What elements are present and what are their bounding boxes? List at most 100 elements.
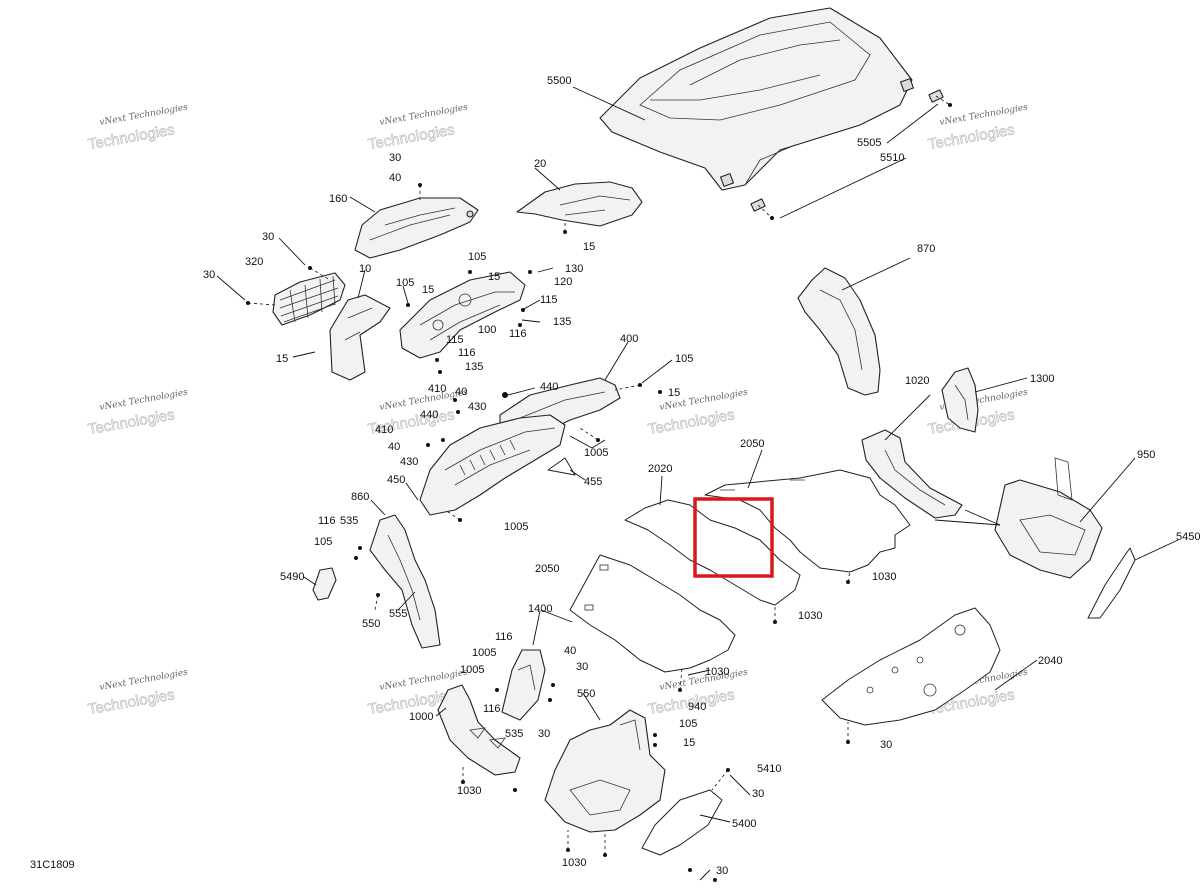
callout-105[interactable]: 105 [396,277,414,289]
part-1000-step-rail[interactable] [437,684,521,776]
callout-10[interactable]: 10 [359,263,371,275]
callout-105[interactable]: 105 [675,353,693,365]
part-860-555-pillar[interactable] [369,514,441,649]
callout-2040[interactable]: 2040 [1038,655,1062,667]
callout-555[interactable]: 555 [389,608,407,620]
callout-1005[interactable]: 1005 [472,647,496,659]
callout-5400[interactable]: 5400 [732,818,756,830]
callout-860[interactable]: 860 [351,491,369,503]
callout-5490[interactable]: 5490 [280,571,304,583]
callout-535[interactable]: 535 [505,728,523,740]
part-20-cover[interactable] [516,181,643,227]
callout-1000[interactable]: 1000 [409,711,433,723]
callout-160[interactable]: 160 [329,193,347,205]
callout-100[interactable]: 100 [478,324,496,336]
callout-30[interactable]: 30 [262,231,274,243]
callout-410[interactable]: 410 [428,383,446,395]
part-320-grille[interactable] [272,272,346,326]
callout-940[interactable]: 940 [688,701,706,713]
part-950-storage-bin[interactable] [994,457,1103,579]
callout-535[interactable]: 535 [340,515,358,527]
part-2050-floor-mat-lower[interactable] [569,554,736,673]
callout-1300[interactable]: 1300 [1030,373,1054,385]
callout-450[interactable]: 450 [387,474,405,486]
part-2020-floor-mat-middle[interactable] [624,499,801,606]
callout-116[interactable]: 116 [483,703,501,715]
callout-40[interactable]: 40 [455,386,467,398]
part-5400-kick-panel[interactable] [641,789,723,856]
callout-135[interactable]: 135 [553,316,571,328]
callout-116[interactable]: 116 [495,631,513,643]
part-1400-panel[interactable] [501,649,546,721]
callout-40[interactable]: 40 [389,172,401,184]
callout-5505[interactable]: 5505 [857,137,881,149]
callout-30[interactable]: 30 [389,152,401,164]
callout-30[interactable]: 30 [716,865,728,877]
part-5490-mirror[interactable] [312,567,337,601]
callout-15[interactable]: 15 [683,737,695,749]
callout-15[interactable]: 15 [583,241,595,253]
callout-1030[interactable]: 1030 [872,571,896,583]
callout-1005[interactable]: 1005 [504,521,528,533]
callout-550[interactable]: 550 [577,688,595,700]
callout-5450[interactable]: 5450 [1176,531,1200,543]
callout-455[interactable]: 455 [584,476,602,488]
callout-115[interactable]: 115 [540,294,558,306]
callout-550[interactable]: 550 [362,618,380,630]
callout-400[interactable]: 400 [620,333,638,345]
callout-1030[interactable]: 1030 [798,610,822,622]
callout-1005[interactable]: 1005 [584,447,608,459]
callout-440[interactable]: 440 [420,409,438,421]
part-10-lower-panel[interactable] [329,294,391,381]
part-1300-trim[interactable] [941,367,979,433]
callout-116[interactable]: 116 [318,515,336,527]
callout-320[interactable]: 320 [245,256,263,268]
callout-115[interactable]: 115 [446,334,464,346]
callout-30[interactable]: 30 [538,728,550,740]
part-870-side-panel[interactable] [797,267,881,396]
callout-30[interactable]: 30 [880,739,892,751]
callout-15[interactable]: 15 [488,271,500,283]
part-1020-rocker[interactable] [861,429,963,519]
part-2040-floor-pan[interactable] [821,607,1001,726]
part-160-hood[interactable] [354,197,479,259]
callout-1030[interactable]: 1030 [457,785,481,797]
callout-15[interactable]: 15 [276,353,288,365]
callout-1005[interactable]: 1005 [460,664,484,676]
callout-30[interactable]: 30 [576,661,588,673]
callout-1030[interactable]: 1030 [562,857,586,869]
callout-1030[interactable]: 1030 [705,666,729,678]
callout-20[interactable]: 20 [534,158,546,170]
part-450-dashboard[interactable] [419,414,566,516]
callout-30[interactable]: 30 [203,269,215,281]
callout-40[interactable]: 40 [564,645,576,657]
part-5500-roof[interactable] [599,7,914,191]
callout-135[interactable]: 135 [465,361,483,373]
callout-2050[interactable]: 2050 [535,563,559,575]
callout-40[interactable]: 40 [388,441,400,453]
part-550-lower-tub[interactable] [544,709,666,833]
callout-120[interactable]: 120 [554,276,572,288]
callout-1020[interactable]: 1020 [905,375,929,387]
callout-430[interactable]: 430 [468,401,486,413]
part-5450-panel[interactable] [1087,547,1136,619]
callout-5410[interactable]: 5410 [757,763,781,775]
callout-105[interactable]: 105 [468,251,486,263]
callout-950[interactable]: 950 [1137,449,1155,461]
callout-116[interactable]: 116 [458,347,476,359]
callout-410[interactable]: 410 [375,424,393,436]
callout-870[interactable]: 870 [917,243,935,255]
callout-116[interactable]: 116 [509,328,527,340]
callout-2050[interactable]: 2050 [740,438,764,450]
callout-130[interactable]: 130 [565,263,583,275]
callout-15[interactable]: 15 [422,284,434,296]
callout-30[interactable]: 30 [752,788,764,800]
callout-15[interactable]: 15 [668,387,680,399]
part-100-dash-bracket[interactable] [399,271,526,359]
callout-2020[interactable]: 2020 [648,463,672,475]
callout-440[interactable]: 440 [540,381,558,393]
part-2050-floor-mat-upper[interactable] [704,469,911,573]
callout-5500[interactable]: 5500 [547,75,571,87]
callout-105[interactable]: 105 [314,536,332,548]
callout-5510[interactable]: 5510 [880,152,904,164]
